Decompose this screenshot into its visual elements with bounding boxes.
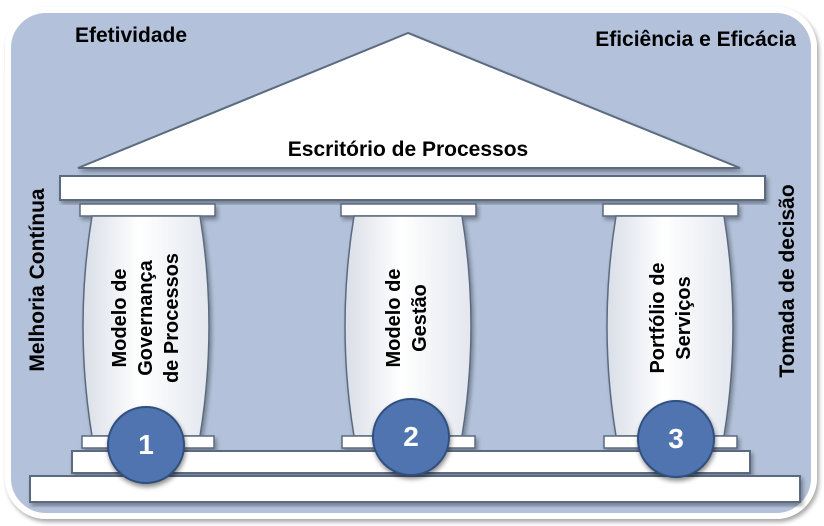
- pillar-1-line-3: de Processos: [161, 252, 183, 384]
- label-melhoria-continua: Melhoria Contínua: [26, 188, 49, 372]
- pillar-1-label: Modelo de Governança de Processos: [107, 253, 185, 383]
- roof-beam: [59, 175, 766, 201]
- pillar-3-line-2: Serviços: [673, 276, 695, 360]
- label-tomada-de-decisao: Tomada de decisão: [776, 184, 799, 378]
- label-efetividade: Efetividade: [75, 24, 188, 47]
- pillar-1-line-1: Modelo de: [109, 268, 131, 368]
- pillar-2-number-badge: 2: [372, 398, 450, 476]
- pillar-3-number-badge: 3: [637, 400, 715, 478]
- pillar-2-line-1: Modelo de: [383, 268, 405, 368]
- pillar-1-line-2: Governança: [135, 260, 157, 376]
- label-eficiencia-eficacia: Eficiência e Eficácia: [595, 28, 796, 51]
- pillar-3-label: Portfólio de Serviços: [645, 262, 697, 373]
- pillar-3-line-1: Portfólio de: [647, 262, 669, 374]
- roof-pediment: [77, 31, 741, 169]
- pillar-2-label: Modelo de Gestão: [381, 269, 433, 368]
- pillar-2-line-2: Gestão: [409, 284, 431, 352]
- pillar-1-number-badge: 1: [107, 406, 185, 484]
- roof-title: Escritório de Processos: [287, 138, 529, 161]
